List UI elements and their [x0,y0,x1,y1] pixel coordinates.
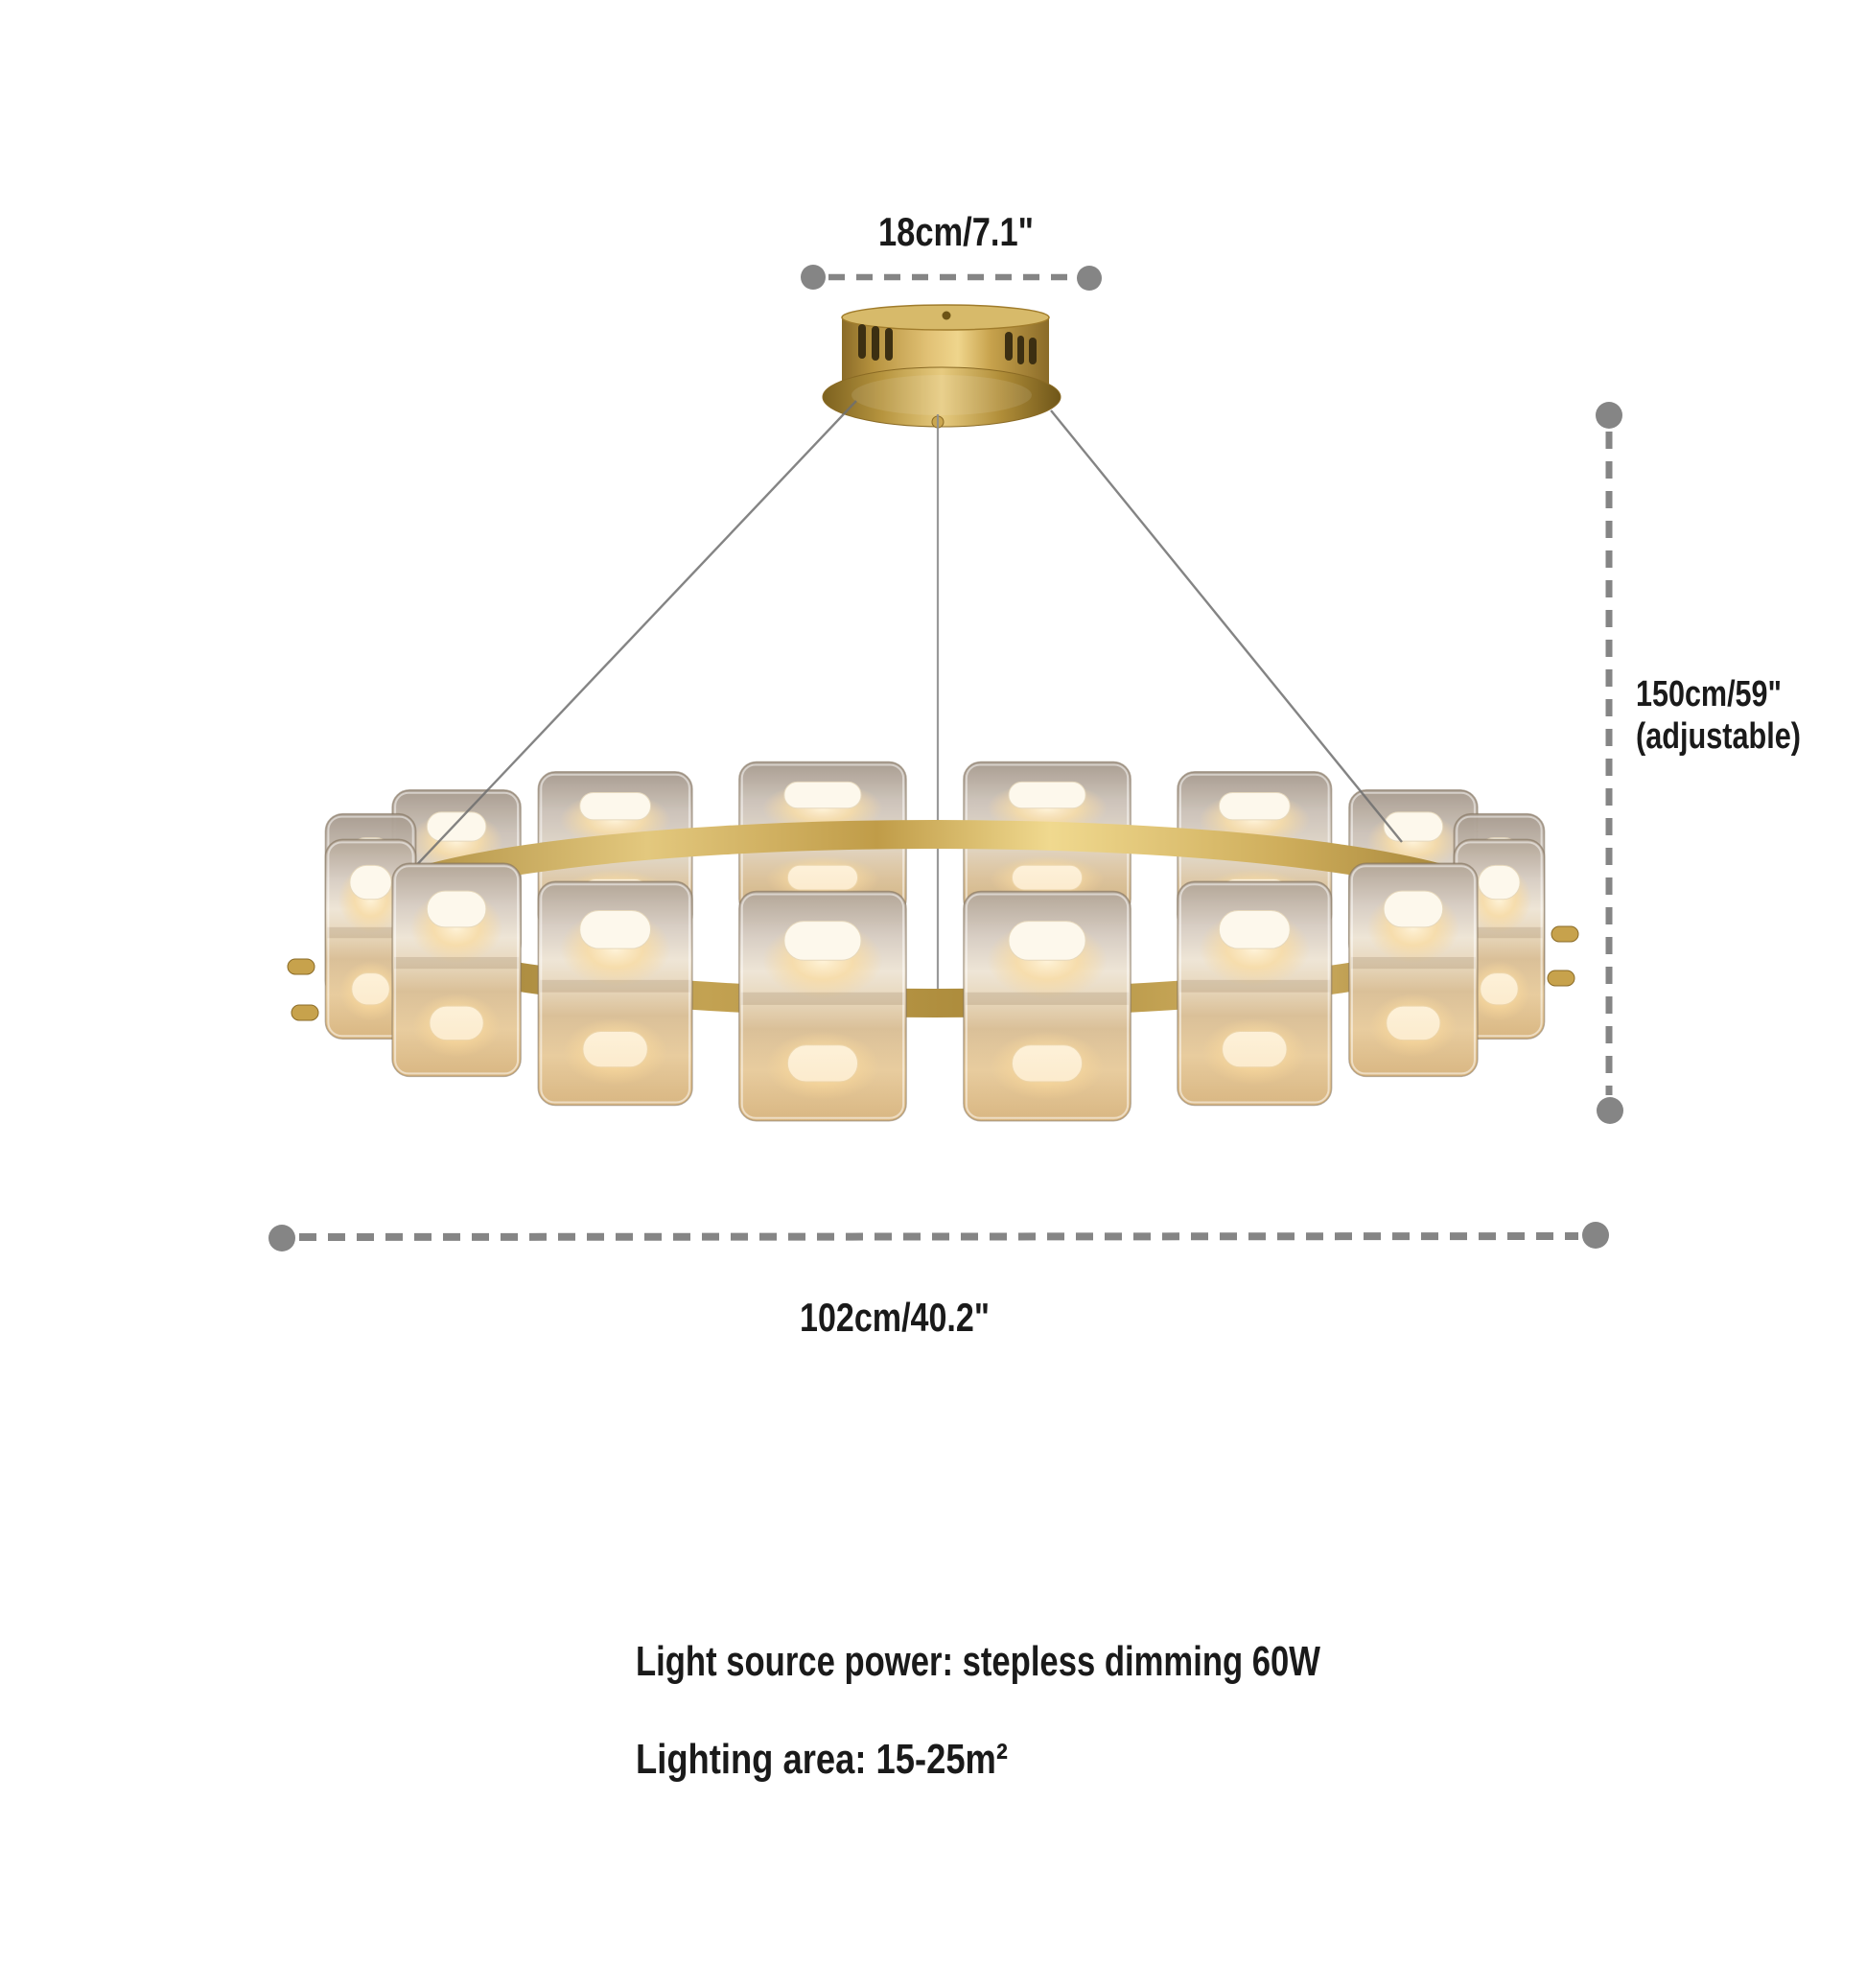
led-cylinder [579,910,652,949]
connector-pin [1551,925,1579,943]
canopy-width-dimension: 18cm/7.1" [801,209,1102,291]
glass-edge-highlight [1350,865,1476,1075]
led-cylinder [1008,921,1086,961]
led-cylinder [1383,890,1444,928]
suspension-wire [390,400,857,893]
band-shadow [540,979,690,993]
warm-tint [1178,993,1332,1106]
led-cylinder [579,791,652,821]
power-spec-text: Light source power: stepless dimming 60W [636,1638,1320,1685]
band-shadow [1350,956,1476,970]
led-cylinder [783,781,862,809]
warm-tint [538,993,692,1106]
chandelier [287,400,1579,1122]
band-shadow [1456,926,1543,939]
glass-edge-highlight [540,883,690,1104]
canopy-disc-sheen [851,375,1032,415]
spec-text-block: Light source power: stepless dimming 60W… [636,1638,1320,1783]
glass-shade [1177,880,1333,1107]
canopy-top-hole [942,311,951,320]
warm-tint [1348,970,1478,1077]
glass-edge-highlight [394,865,520,1075]
led-cylinder [1478,864,1521,900]
glass-shade [963,890,1131,1122]
led-cylinder [1383,811,1444,842]
ring-band-back [345,917,1525,1017]
band-shadow [1179,979,1330,993]
drop-height-note: (adjustable) [1636,716,1801,757]
dimension-endpoint [268,1225,295,1251]
area-spec-text: Lighting area: 15-25m² [636,1736,1008,1783]
connector-pin [1547,970,1575,987]
warm-tint [738,1006,907,1121]
led-cylinder [783,921,862,961]
led-cylinder [1008,781,1086,809]
diameter-label: 102cm/40.2" [800,1295,990,1340]
canopy-vents [858,324,1037,364]
warm-tint [963,1006,1131,1121]
glass-shade [391,862,522,1078]
glass-shade [537,880,693,1107]
led-cylinder [426,811,487,842]
led-cylinder [1218,791,1291,821]
connector-pin [291,1004,319,1021]
band-shadow [740,992,905,1005]
glass-edge-highlight [1179,883,1330,1104]
dimension-endpoint [1077,266,1102,291]
glass-edge-highlight [965,893,1130,1119]
band-shadow [394,956,520,970]
dimension-endpoint [1596,402,1622,429]
glass-shade [738,890,907,1122]
canopy-width-label: 18cm/7.1" [878,209,1034,254]
glass-shade [1348,862,1479,1078]
led-cylinder [426,890,487,928]
dimension-endpoint [1597,1097,1623,1124]
dimension-dashed-line [298,1232,1579,1241]
led-cylinder [1218,910,1291,949]
ceiling-canopy [822,304,1061,429]
diameter-dimension: 102cm/40.2" [268,1222,1609,1340]
dimension-endpoint [801,265,826,290]
dimension-endpoint [1582,1222,1609,1249]
ring-band-front [345,820,1525,921]
warm-tint [392,970,522,1077]
glass-edge-highlight [740,893,905,1119]
drop-height-dimension: 150cm/59" (adjustable) [1596,402,1801,1124]
led-cylinder [349,864,392,900]
band-shadow [327,926,414,939]
suspension-wire [1050,409,1403,843]
connector-pin [287,958,315,975]
band-shadow [965,992,1130,1005]
drop-height-label: 150cm/59" [1636,674,1782,714]
